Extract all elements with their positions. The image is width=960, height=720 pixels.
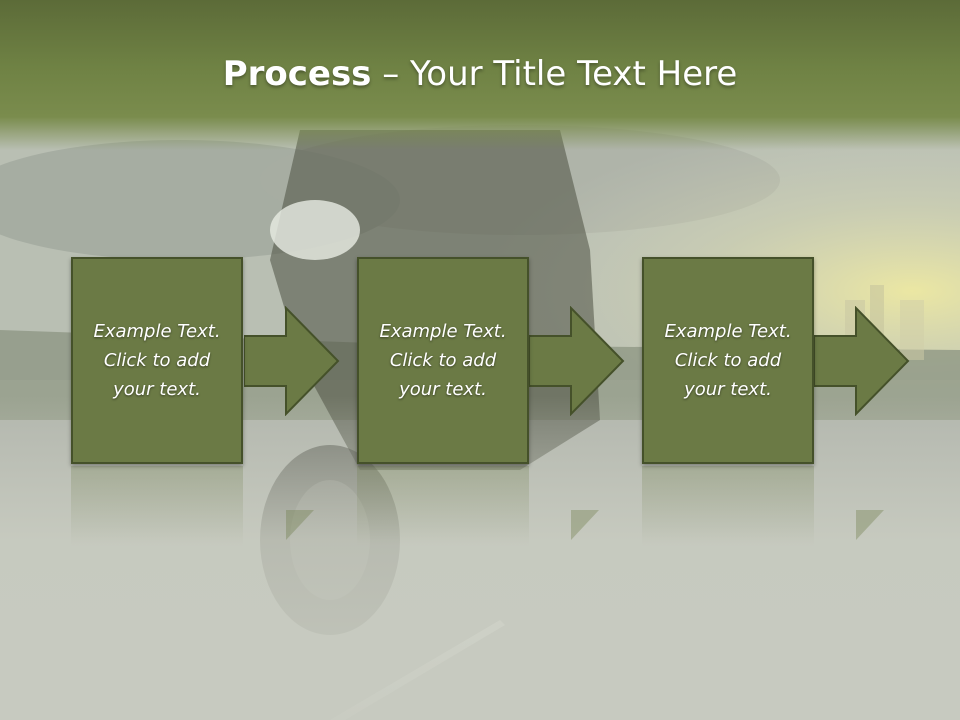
title-bold: Process: [222, 54, 372, 94]
process-step-3[interactable]: Example Text. Click to add your text.: [642, 257, 814, 464]
title-bar: [0, 0, 960, 150]
step-3-text: Example Text. Click to add your text.: [664, 321, 792, 400]
process-step-2[interactable]: Example Text. Click to add your text.: [357, 257, 529, 464]
step-1-reflection: [71, 466, 243, 546]
step-1-text: Example Text. Click to add your text.: [93, 321, 221, 400]
arrow-right-icon: [244, 306, 340, 416]
arrow-reflection: [856, 510, 884, 540]
step-2-reflection: [357, 466, 529, 546]
process-step-1[interactable]: Example Text. Click to add your text.: [71, 257, 243, 464]
slide-title[interactable]: Process – Your Title Text Here: [0, 52, 960, 96]
arrow-right-icon: [814, 306, 910, 416]
step-3-reflection: [642, 466, 814, 546]
step-2-text: Example Text. Click to add your text.: [379, 321, 507, 400]
arrow-right-icon: [529, 306, 625, 416]
arrow-reflection: [286, 510, 314, 540]
title-rest: – Your Title Text Here: [371, 54, 738, 94]
arrow-reflection: [571, 510, 599, 540]
